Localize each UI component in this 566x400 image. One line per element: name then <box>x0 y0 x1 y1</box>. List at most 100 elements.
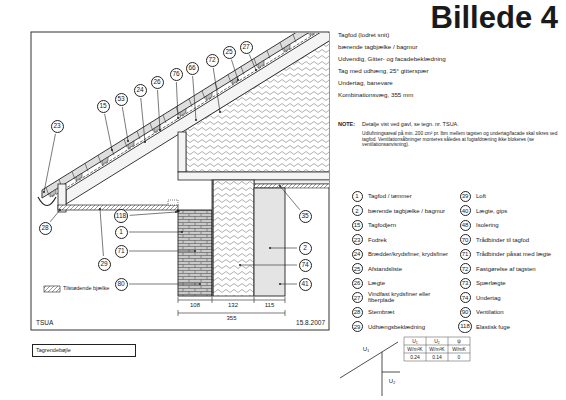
scale-bar <box>44 286 60 292</box>
leader-dot <box>175 211 177 213</box>
leader-line <box>280 284 297 285</box>
legend-text: Lægte, gips <box>476 207 560 214</box>
callout-text: 72 <box>208 57 215 64</box>
callout-text: 74 <box>462 295 469 301</box>
u-value-table <box>404 337 470 361</box>
callout-text: 27 <box>354 295 361 301</box>
callout-text: 74 <box>301 262 308 269</box>
callout-number: 74 <box>299 259 312 272</box>
drawing-stroke <box>202 91 205 99</box>
bottom-chord <box>178 172 329 180</box>
ceiling-batten <box>254 180 329 184</box>
callout-number: 80 <box>115 278 128 291</box>
callout-number: 29 <box>98 258 111 271</box>
drawing-stroke <box>72 171 75 179</box>
leader-dot <box>111 149 113 151</box>
callout-text: 28 <box>354 309 361 315</box>
leader-line <box>141 98 145 142</box>
drawing-stroke <box>137 131 140 139</box>
table-cell: W/mK <box>452 347 466 353</box>
legend-text: Loft <box>476 193 560 200</box>
drawing-stroke <box>293 34 296 42</box>
leader-dot <box>255 69 257 71</box>
legend-text: Trådbinder påsat med lægte <box>476 251 560 258</box>
callout-text: 2 <box>355 208 358 214</box>
legend-number: 70 <box>460 234 471 245</box>
legend-number: 29 <box>352 321 363 332</box>
callout-text: 41 <box>301 281 308 288</box>
table-cell: W/m²K <box>407 347 422 353</box>
callout-text: 1 <box>119 229 123 236</box>
ventilation-strip <box>168 200 178 205</box>
table-cell: 0.14 <box>432 355 442 361</box>
rafter <box>66 33 329 204</box>
legend-text: Trådbinder til tagfod <box>476 236 560 243</box>
callout-number: 2 <box>299 242 312 255</box>
legend-number: 73 <box>460 278 471 289</box>
legend-number: 27 <box>352 292 363 303</box>
drawing-frame <box>31 32 329 330</box>
callout-text: 48 <box>462 222 469 228</box>
legend-number: 24 <box>352 249 363 260</box>
callout-text: 29 <box>354 324 361 330</box>
callout-number: 25 <box>223 46 236 59</box>
leader-line <box>240 265 297 266</box>
callout-text: 80 <box>117 281 124 288</box>
drawing-stroke <box>128 141 134 149</box>
leader-line <box>280 186 300 210</box>
callout-text: 90 <box>462 309 469 315</box>
drawing-stroke <box>206 93 212 101</box>
drawing-stroke <box>310 33 316 36</box>
dimension: 355 <box>226 315 236 322</box>
leader-line <box>105 114 112 150</box>
callout-text: 73 <box>462 280 469 286</box>
callout-text: 76 <box>172 71 179 78</box>
dimension: 132 <box>228 302 238 309</box>
underlay <box>52 33 329 197</box>
legend-number: 118 <box>458 320 472 334</box>
leader-dot <box>269 247 271 249</box>
callout-number: 1 <box>115 226 128 239</box>
note-text: Detalje vist ved gavl, se tegn. nr. TSUA… <box>362 121 558 127</box>
callout-text: 25 <box>225 49 232 56</box>
legend-text: Fodrek <box>368 236 456 243</box>
drawing-stroke <box>85 163 88 171</box>
callout-text: 29 <box>100 261 107 268</box>
leader-line <box>122 107 128 141</box>
leader-line <box>176 82 178 118</box>
leader-dot <box>219 111 221 113</box>
roof-tiles <box>42 33 329 198</box>
inner-leaf <box>254 188 285 296</box>
callout-number: 28 <box>39 222 52 235</box>
legend-text: Elastisk fuge <box>476 323 560 330</box>
leader-dot <box>237 79 239 81</box>
legend-number: 2 <box>352 205 363 216</box>
drawing-stroke <box>180 109 186 117</box>
leader-dot <box>181 231 183 233</box>
leader-dot <box>199 283 201 285</box>
legend-number: 15 <box>352 220 363 231</box>
leader-line <box>129 284 200 285</box>
callout-number: 41 <box>299 278 312 291</box>
callout-text: 72 <box>462 266 469 272</box>
table-cell: ψ <box>457 339 461 345</box>
legend-number: 23 <box>352 234 363 245</box>
legend-text: Undertag <box>476 294 560 301</box>
leader-line <box>129 251 195 252</box>
legend-number: 71 <box>460 249 471 260</box>
callout-number: 15 <box>97 100 110 113</box>
callout-text: 24 <box>354 251 361 257</box>
legend-text: Lægte <box>368 280 456 287</box>
legend-text: Ventilation <box>476 309 560 316</box>
box-text: Tagrendebøjle <box>36 348 71 354</box>
callout-number: 118 <box>114 209 128 223</box>
drawing-stroke <box>284 44 290 52</box>
drawing-stroke <box>254 59 257 67</box>
header-line: Tagfod (lodret snit) <box>338 31 560 38</box>
leader-dot <box>59 209 61 211</box>
legend-text: Brædder/krydsfiner, krydsfiner <box>368 251 456 258</box>
callout-text: 2 <box>303 245 307 252</box>
leader-line <box>213 68 220 112</box>
leader-dot <box>144 141 146 143</box>
callout-text: 66 <box>188 65 195 72</box>
